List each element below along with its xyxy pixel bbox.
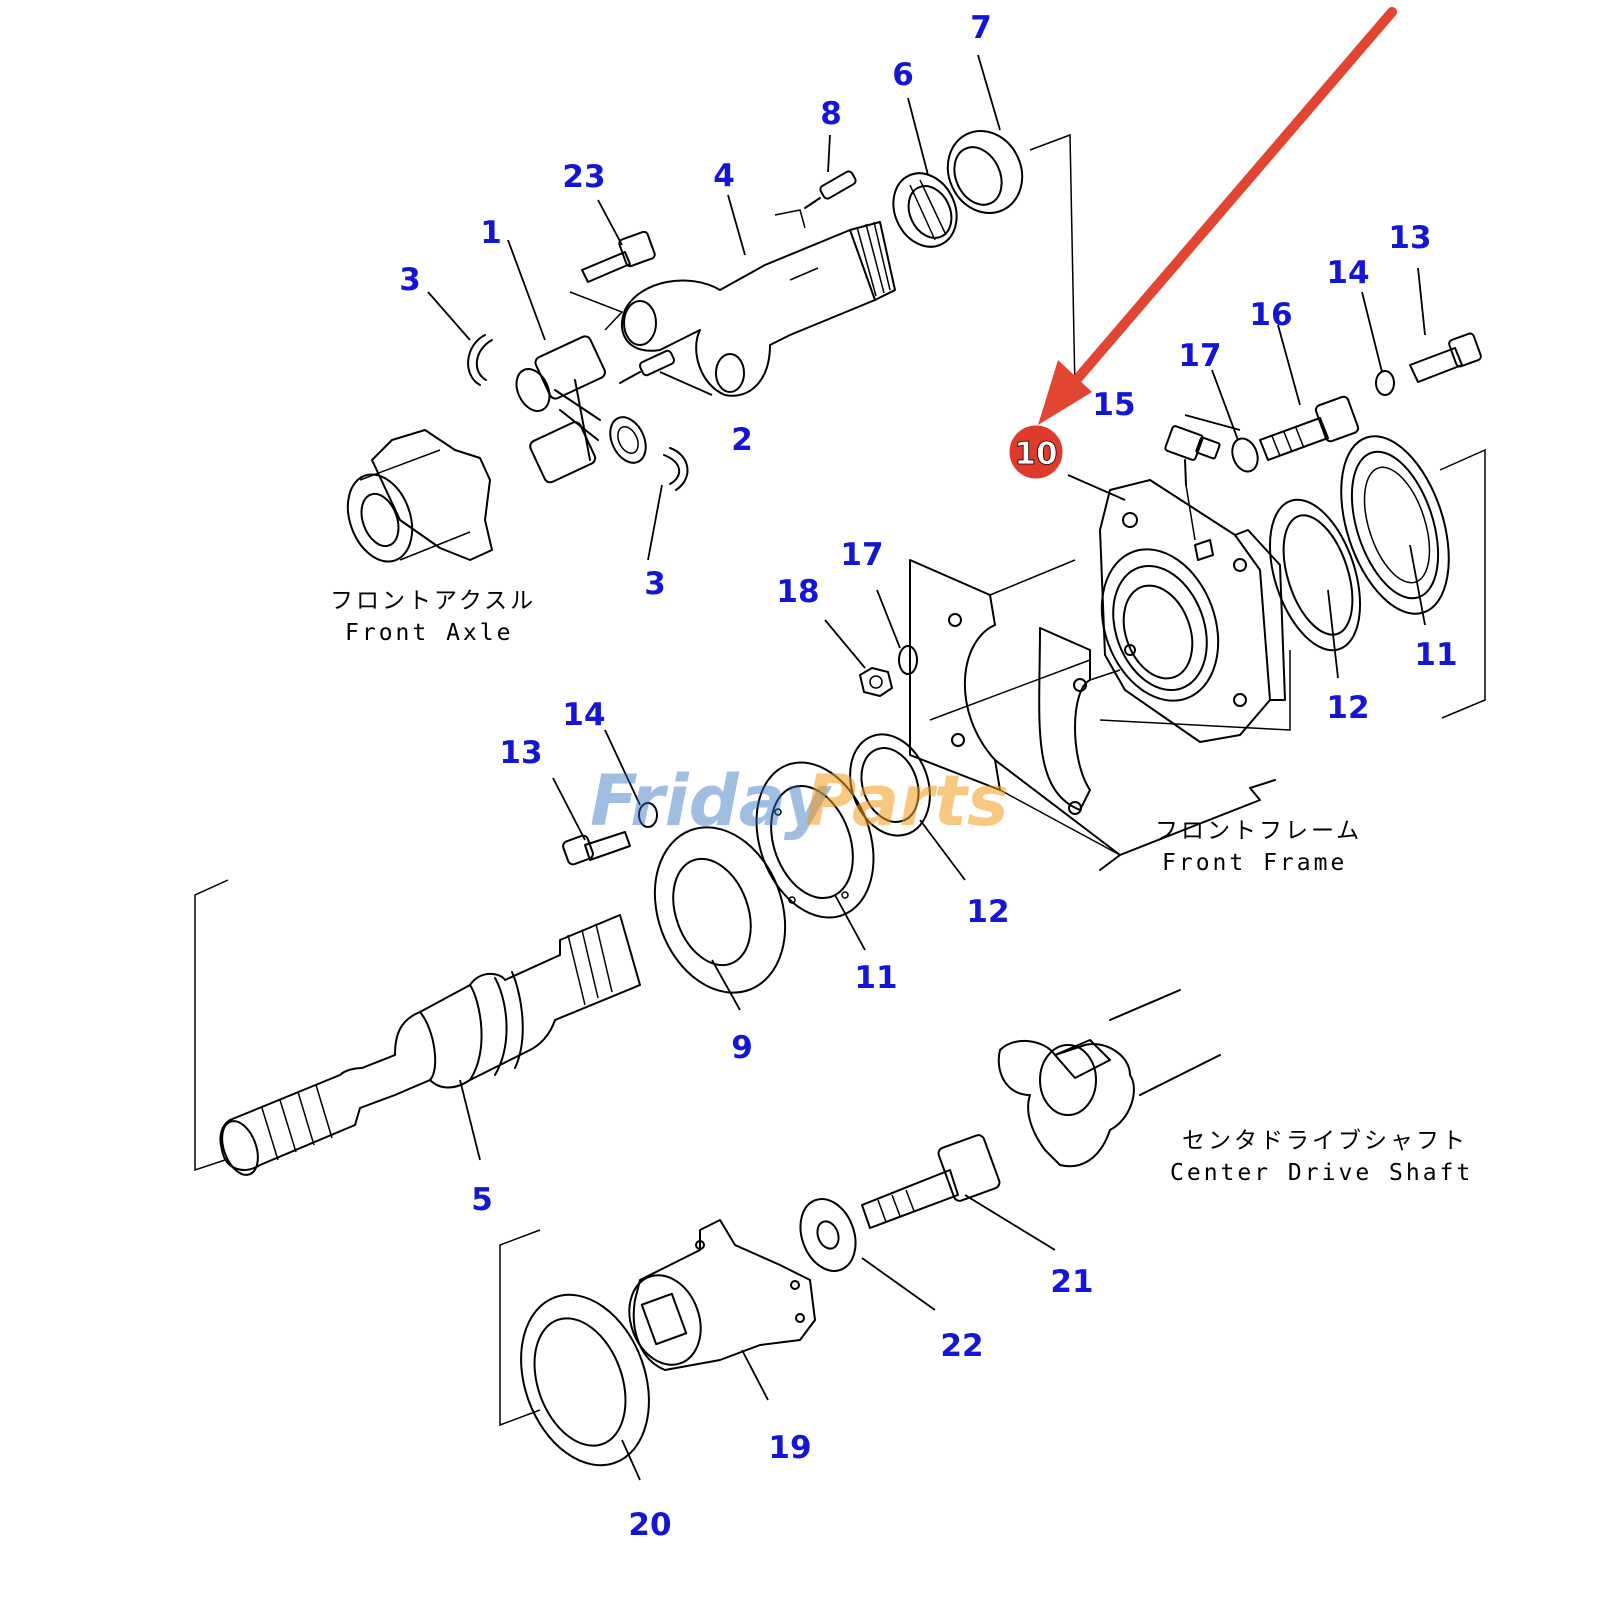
bolt-13-lower — [562, 831, 631, 866]
snap-ring-upper — [467, 334, 493, 386]
bracket-upper — [1029, 133, 1076, 391]
part-label-8: 8 — [820, 96, 842, 132]
part-label-19: 19 — [768, 1430, 811, 1466]
part-label-3-lower: 3 — [644, 566, 666, 602]
bolt-23 — [569, 230, 656, 331]
part-label-4: 4 — [713, 158, 735, 194]
part-label-6: 6 — [892, 57, 914, 93]
flange-yoke-19 — [628, 1219, 816, 1371]
universal-joint-cross — [515, 335, 647, 484]
seal-7 — [946, 130, 1024, 214]
part-label-7: 7 — [970, 10, 992, 46]
nut-18 — [859, 667, 893, 697]
seal-cover-11-lower — [755, 761, 875, 919]
part-label-15: 15 — [1092, 387, 1135, 423]
part-label-23: 23 — [562, 159, 605, 195]
part-label-2: 2 — [731, 422, 753, 458]
bearing-housing-10 — [1099, 479, 1286, 743]
highlight-marker-10: 10 — [1006, 422, 1066, 482]
front-frame-plate — [909, 559, 1291, 871]
main-shaft-5 — [219, 914, 641, 1176]
part-label-11-lower: 11 — [854, 960, 897, 996]
part-label-12-upper: 12 — [1326, 690, 1369, 726]
seal-20 — [520, 1293, 650, 1467]
front-axle-caption-en: Front Axle — [345, 620, 513, 646]
front-axle-caption-jp: フロントアクスル — [330, 588, 536, 614]
part-number-labels: 1 2 3 3 4 5 6 7 8 9 11 11 12 12 13 13 14… — [399, 10, 1457, 1543]
part-label-3-upper: 3 — [399, 262, 421, 298]
bearing-12-upper — [1268, 498, 1362, 652]
part-label-18: 18 — [776, 574, 819, 610]
washer-17-upper — [1231, 437, 1259, 473]
part-label-14-upper: 14 — [1326, 255, 1369, 291]
leader-lines — [427, 54, 1426, 1481]
seal-cover-11-upper — [1340, 435, 1450, 615]
part-label-9: 9 — [731, 1030, 753, 1066]
watermark-friday: Friday — [590, 760, 833, 842]
part-label-22: 22 — [940, 1328, 983, 1364]
grease-fitting-2 — [619, 349, 676, 384]
washer-14-upper — [1375, 370, 1395, 396]
bracket-right — [1439, 448, 1486, 719]
center-shaft-caption-en: Center Drive Shaft — [1170, 1160, 1473, 1186]
part-label-12-lower: 12 — [966, 894, 1009, 930]
yoke-shaft-4 — [620, 209, 896, 397]
highlighted-part-number: 10 — [1014, 436, 1057, 472]
part-label-21: 21 — [1050, 1264, 1093, 1300]
part-label-14-lower: 14 — [562, 697, 605, 733]
front-axle-housing — [346, 429, 493, 563]
center-shaft-caption-jp: センタドライブシャフト — [1182, 1128, 1468, 1154]
front-frame-caption-en: Front Frame — [1162, 850, 1347, 876]
bolt-13-upper — [1409, 332, 1482, 383]
bolt-21 — [861, 1134, 1001, 1229]
front-frame-caption-jp: フロントフレーム — [1155, 818, 1362, 844]
snap-ring-lower — [663, 447, 689, 491]
washer-14-lower — [638, 802, 658, 828]
bearing-6 — [892, 172, 958, 248]
watermark-parts: Parts — [805, 760, 1009, 842]
bracket-left — [194, 879, 229, 1172]
part-label-13-upper: 13 — [1388, 220, 1431, 256]
washer-17-lower — [898, 645, 918, 675]
part-label-16: 16 — [1249, 297, 1292, 333]
part-label-17-lower: 17 — [840, 537, 883, 573]
washer-22 — [799, 1198, 857, 1272]
bearing-12-lower — [849, 733, 931, 837]
part-label-11-upper: 11 — [1414, 637, 1457, 673]
part-label-5: 5 — [471, 1182, 493, 1218]
grease-fitting-8 — [804, 170, 857, 209]
bracket-lower-left — [499, 1229, 541, 1427]
part-label-20: 20 — [628, 1507, 671, 1543]
part-label-17-upper: 17 — [1178, 338, 1221, 374]
fitting-15 — [1164, 425, 1221, 541]
bolt-16 — [1259, 395, 1360, 461]
part-label-1: 1 — [480, 215, 502, 251]
center-drive-shaft — [997, 989, 1221, 1168]
red-pointer-arrow — [1038, 7, 1397, 425]
part-label-13-lower: 13 — [499, 735, 542, 771]
